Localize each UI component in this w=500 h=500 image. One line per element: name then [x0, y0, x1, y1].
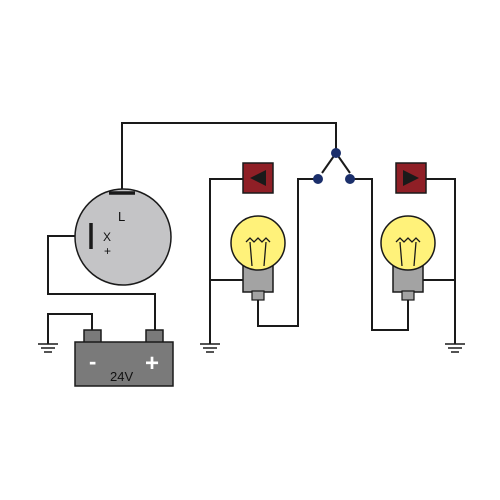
bulb-left-filament — [245, 237, 271, 267]
switch-contact-left — [313, 174, 323, 184]
switch-contact-right — [345, 174, 355, 184]
flasher-label-l: L — [118, 209, 125, 224]
bulb-right — [380, 215, 436, 301]
battery-terminal-positive — [145, 329, 164, 344]
wiring — [47, 122, 456, 344]
battery-body — [74, 341, 174, 387]
diode-left-arrow-icon — [250, 170, 266, 186]
flasher-label-x: X — [103, 230, 111, 244]
wire-flasher-x-to-battery — [47, 235, 156, 332]
bulb-left — [230, 215, 286, 301]
bulb-right-base-tip — [401, 290, 415, 301]
switch — [313, 148, 355, 184]
diode-right — [395, 162, 427, 194]
ground-symbol-left — [200, 343, 220, 353]
battery-terminal-negative — [83, 329, 102, 344]
bulb-left-base-tip — [251, 290, 265, 301]
ground-symbol-battery — [38, 343, 58, 353]
battery-voltage-label: 24V — [110, 369, 133, 384]
ground-symbol-right — [445, 343, 465, 353]
wire-flasher-to-switch — [121, 122, 337, 193]
flasher-unit: L X + — [74, 188, 172, 286]
battery-negative-label: - — [89, 349, 96, 374]
diode-right-arrow-icon — [403, 170, 419, 186]
switch-contact-top — [331, 148, 341, 158]
bulb-left-glass — [230, 215, 286, 271]
flasher-body — [74, 188, 172, 286]
wire-right-diode-to-ground — [426, 178, 456, 344]
wire-battery-to-ground — [47, 313, 93, 344]
wire-right-contact-to-diode — [350, 178, 409, 331]
bulb-right-filament — [395, 237, 421, 267]
wire-left-contact-to-diode — [257, 178, 318, 327]
battery: - + 24V — [74, 329, 174, 387]
wire-left-diode-to-ground — [209, 178, 243, 344]
bulb-right-glass — [380, 215, 436, 271]
diode-left — [242, 162, 274, 194]
battery-positive-label: + — [145, 350, 159, 377]
flasher-label-plus: + — [104, 244, 111, 258]
